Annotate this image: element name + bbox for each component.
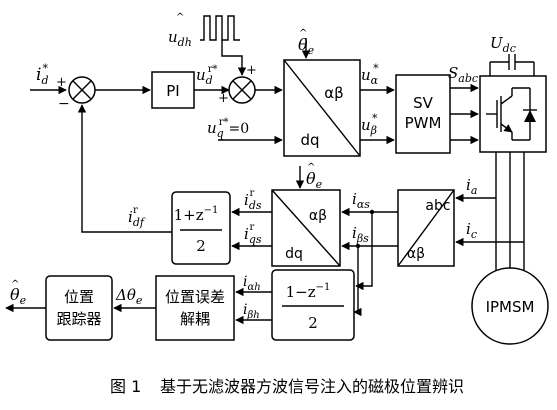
caption-fig-no: 图 1 — [110, 377, 141, 396]
hpf-denominator: 2 — [308, 314, 318, 332]
summing-junction-1 — [68, 76, 96, 104]
theta-out-hat: ^ — [11, 279, 19, 290]
label-theta-mid: θe — [306, 169, 323, 191]
motor-label: IPMSM — [486, 298, 535, 316]
junction-dot-alpha — [369, 209, 375, 215]
clarke-bottom-label: αβ — [407, 246, 425, 262]
tracker-label-1: 位置 — [64, 288, 94, 306]
lpf-numerator: 1+z−1 — [174, 205, 219, 224]
pi-controller-block: PI — [151, 71, 195, 109]
summing-junction-2 — [228, 76, 256, 104]
label-iqs: iqsr — [244, 222, 262, 246]
theta-top-hat: ^ — [299, 28, 307, 39]
label-ialpha-s: iαs — [352, 190, 370, 211]
label-uq-ref: uqr*=0 — [207, 117, 249, 140]
label-udh: udh — [168, 28, 192, 49]
clarke-transform-block: abc αβ — [397, 189, 455, 267]
igbt-switch-icon — [486, 87, 537, 141]
junction-dot-beta — [355, 243, 361, 249]
lpf-denominator: 2 — [196, 237, 206, 255]
label-id-ref: id* — [36, 62, 48, 87]
pi-label: PI — [166, 82, 179, 100]
square-wave-icon — [200, 15, 240, 41]
lpf-filter-block: 1+z−1 2 — [171, 191, 231, 265]
label-idf: idfr — [128, 205, 146, 229]
clarke-top-label: abc — [425, 198, 450, 214]
svpwm-label-1: SV — [413, 94, 434, 112]
position-tracker-block: 位置 跟踪器 — [45, 275, 113, 341]
inverse-park-transform-block: αβ dq — [283, 59, 361, 157]
dc-capacitor-icon — [489, 54, 535, 76]
hpf-numerator: 1−z−1 — [286, 282, 331, 301]
label-ids: idsr — [244, 188, 262, 212]
inverter-block — [479, 75, 547, 153]
label-dtheta: Δθe — [115, 286, 143, 307]
label-ualpha: uα* — [361, 62, 379, 87]
ipmsm-motor: IPMSM — [471, 267, 549, 345]
line-ialpha-to-hpf — [355, 212, 373, 291]
position-error-decoupling-block: 位置误差 解耦 — [155, 275, 235, 341]
sum2-plus-left: + — [218, 91, 229, 106]
label-ialpha-h: iαh — [243, 274, 261, 293]
decouple-label-1: 位置误差 — [165, 288, 225, 306]
svpwm-block: SV PWM — [395, 74, 451, 154]
park-transform-block: αβ dq — [271, 189, 341, 267]
park-top-label: αβ — [309, 208, 327, 224]
caption-text: 基于无滤波器方波信号注入的磁极位置辨识 — [160, 377, 464, 396]
sum1-minus: − — [58, 96, 70, 112]
inv-park-bottom-label: dq — [300, 131, 319, 149]
label-udc: Udc — [490, 34, 516, 55]
label-ibeta-s: iβs — [352, 224, 369, 245]
label-sabc: Sabc — [448, 64, 478, 85]
udh-hat: ^ — [176, 12, 184, 23]
inv-park-top-label: αβ — [324, 84, 343, 102]
svpwm-label-2: PWM — [405, 114, 442, 132]
line-idf-feedback — [77, 104, 172, 233]
sum1-plus: + — [56, 75, 67, 90]
label-theta-top: θe — [298, 35, 315, 57]
label-ic: ic — [466, 220, 477, 241]
label-ia: ia — [466, 176, 477, 197]
line-udh-to-sum2 — [221, 40, 247, 76]
label-theta-out: θe — [10, 285, 27, 307]
theta-mid-hat: ^ — [307, 162, 315, 173]
decouple-label-2: 解耦 — [180, 310, 210, 328]
label-ubeta: uβ* — [361, 112, 378, 137]
label-udr: udr* — [196, 64, 218, 87]
line-ibeta-to-hpf — [356, 246, 359, 313]
park-bottom-label: dq — [285, 246, 303, 262]
label-ibeta-h: iβh — [243, 302, 260, 321]
sum2-plus-top: + — [246, 63, 257, 78]
hpf-filter-block: 1−z−1 2 — [271, 269, 355, 341]
tracker-label-2: 跟踪器 — [56, 310, 101, 328]
